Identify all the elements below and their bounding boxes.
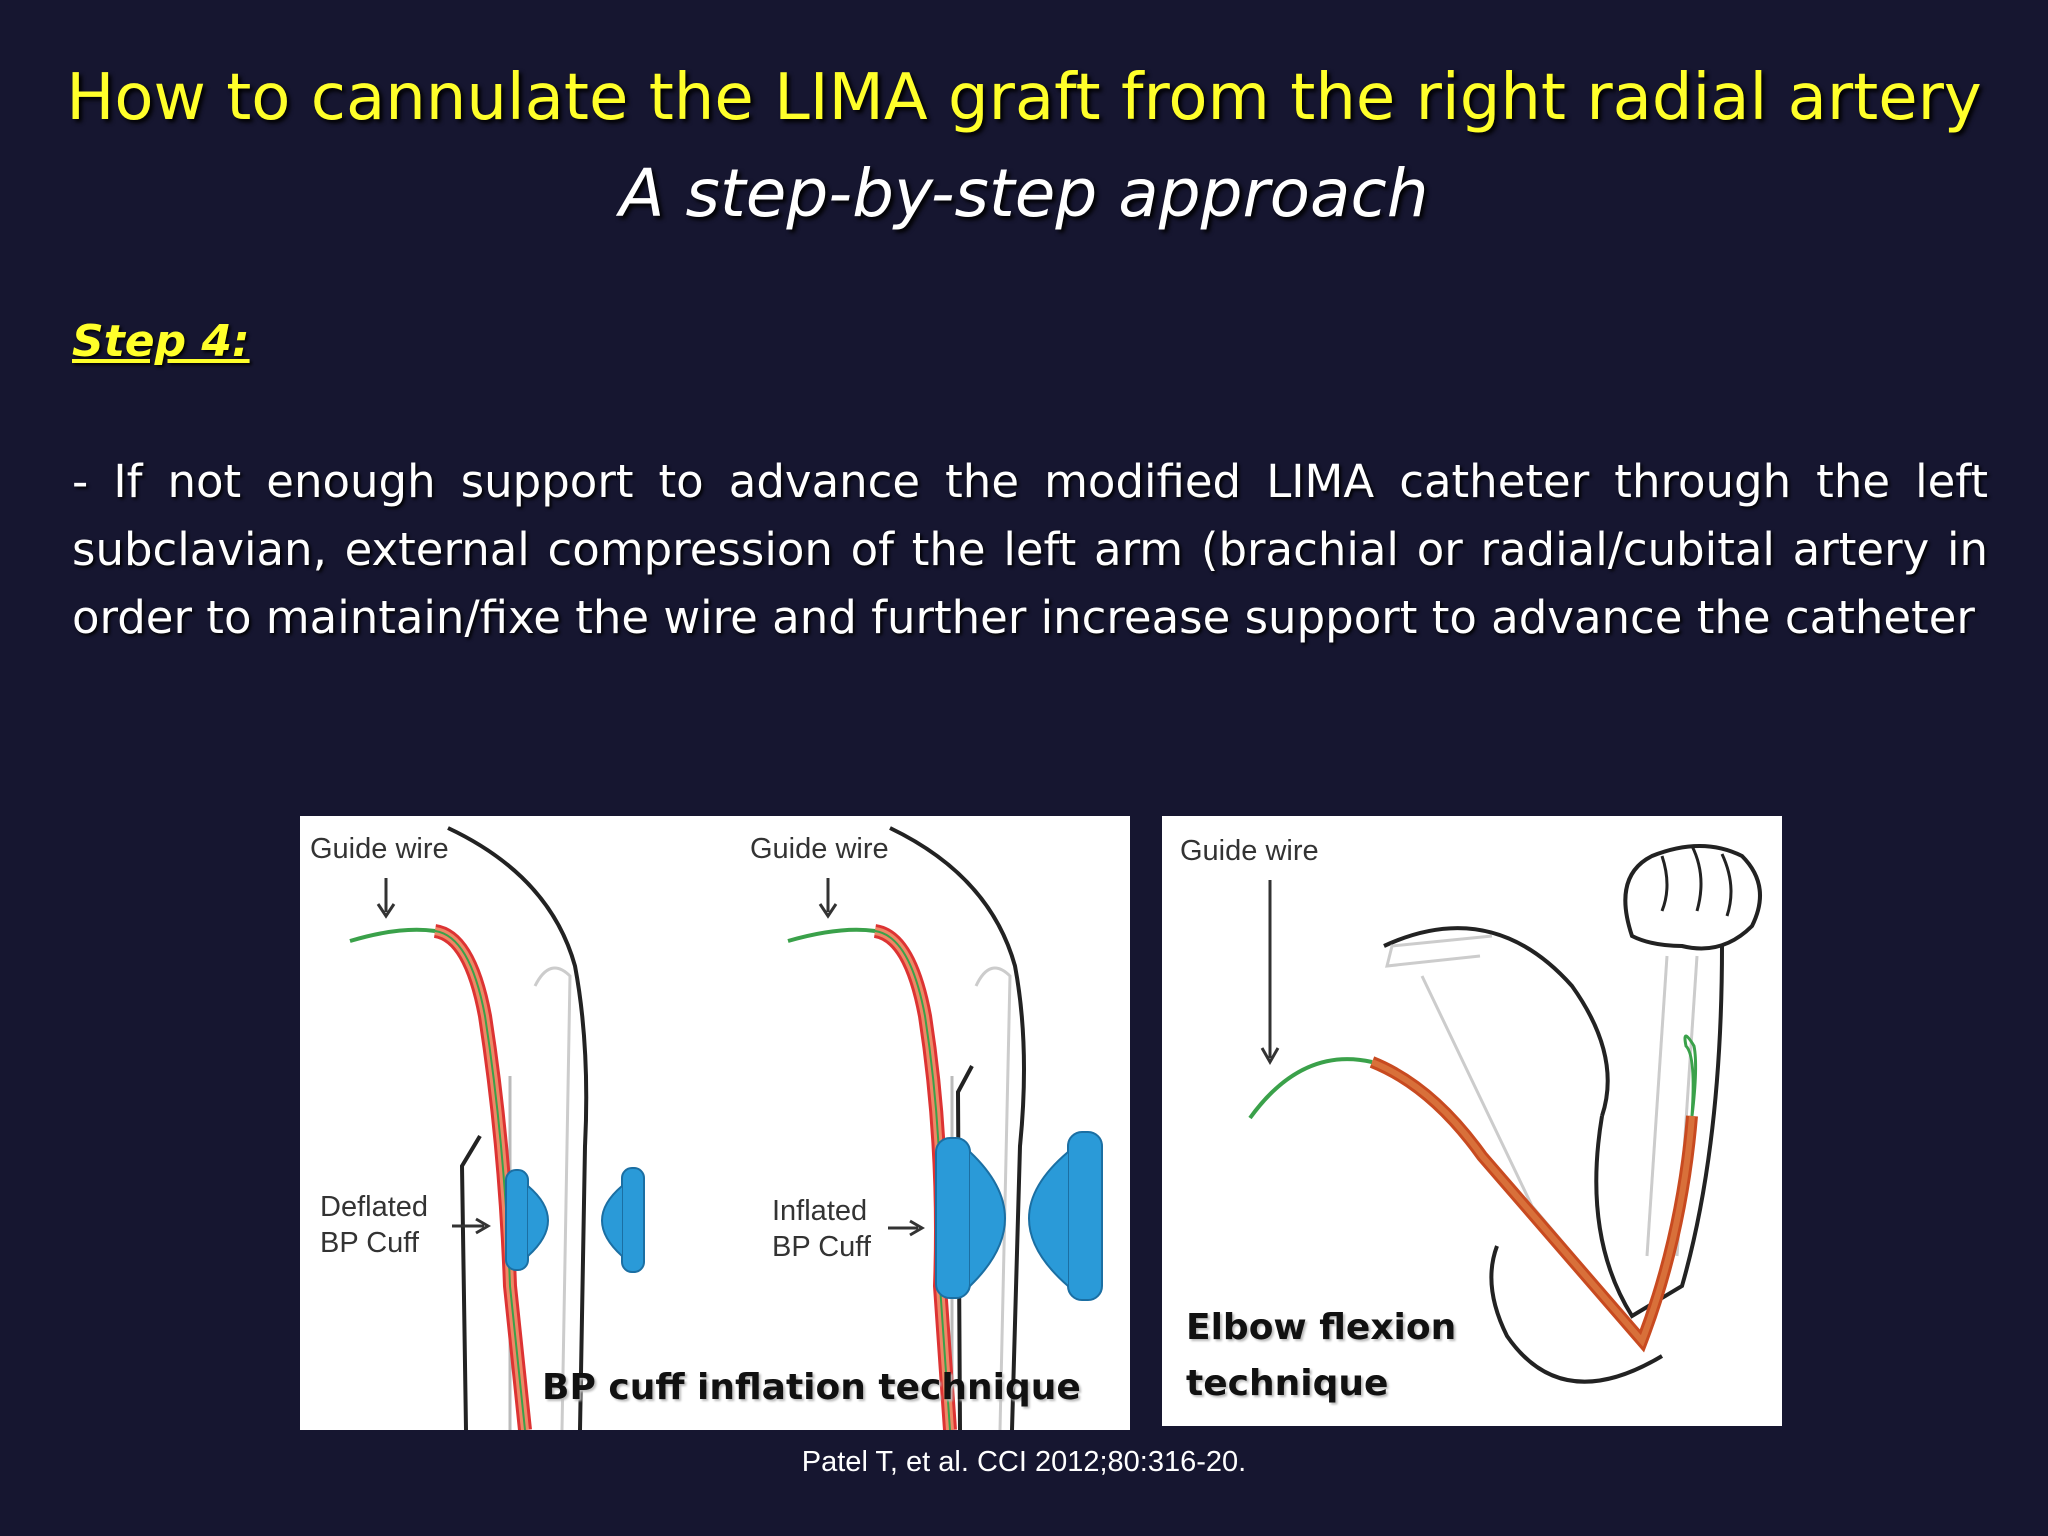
step-heading: Step 4: [72,316,250,367]
guide-wire-label-right: Guide wire [750,833,889,865]
elbow-flexion-figure: Guide wire Elbow flexion technique [1162,816,1782,1426]
slide-subtitle: A step-by-step approach [619,155,1429,232]
guide-wire-label-left: Guide wire [310,833,449,865]
elbow-caption-line2: technique [1186,1363,1389,1404]
deflated-bp-cuff-label: BP Cuff [320,1227,419,1259]
elbow-flexion-illustration [1248,844,1762,1384]
bp-cuff-caption: BP cuff inflation technique [542,1367,1081,1408]
bp-cuff-figure: Guide wire Guide wire Deflated BP Cuff I… [300,816,1130,1430]
inflated-label: Inflated [772,1195,868,1227]
elbow-caption-line1: Elbow flexion [1186,1307,1457,1348]
deflated-arm-drawing [349,826,645,1430]
guide-wire-label: Guide wire [1180,835,1319,867]
bp-cuff-illustration [349,826,1103,1430]
citation: Patel T, et al. CCI 2012;80:316-20. [801,1446,1247,1478]
inflated-arm-drawing [787,826,1103,1430]
step-description: - If not enough support to advance the m… [72,455,1988,644]
slide-title: How to cannulate the LIMA graft from the… [66,61,1982,135]
deflated-label: Deflated [320,1191,429,1223]
inflated-bp-cuff-label: BP Cuff [772,1231,871,1263]
